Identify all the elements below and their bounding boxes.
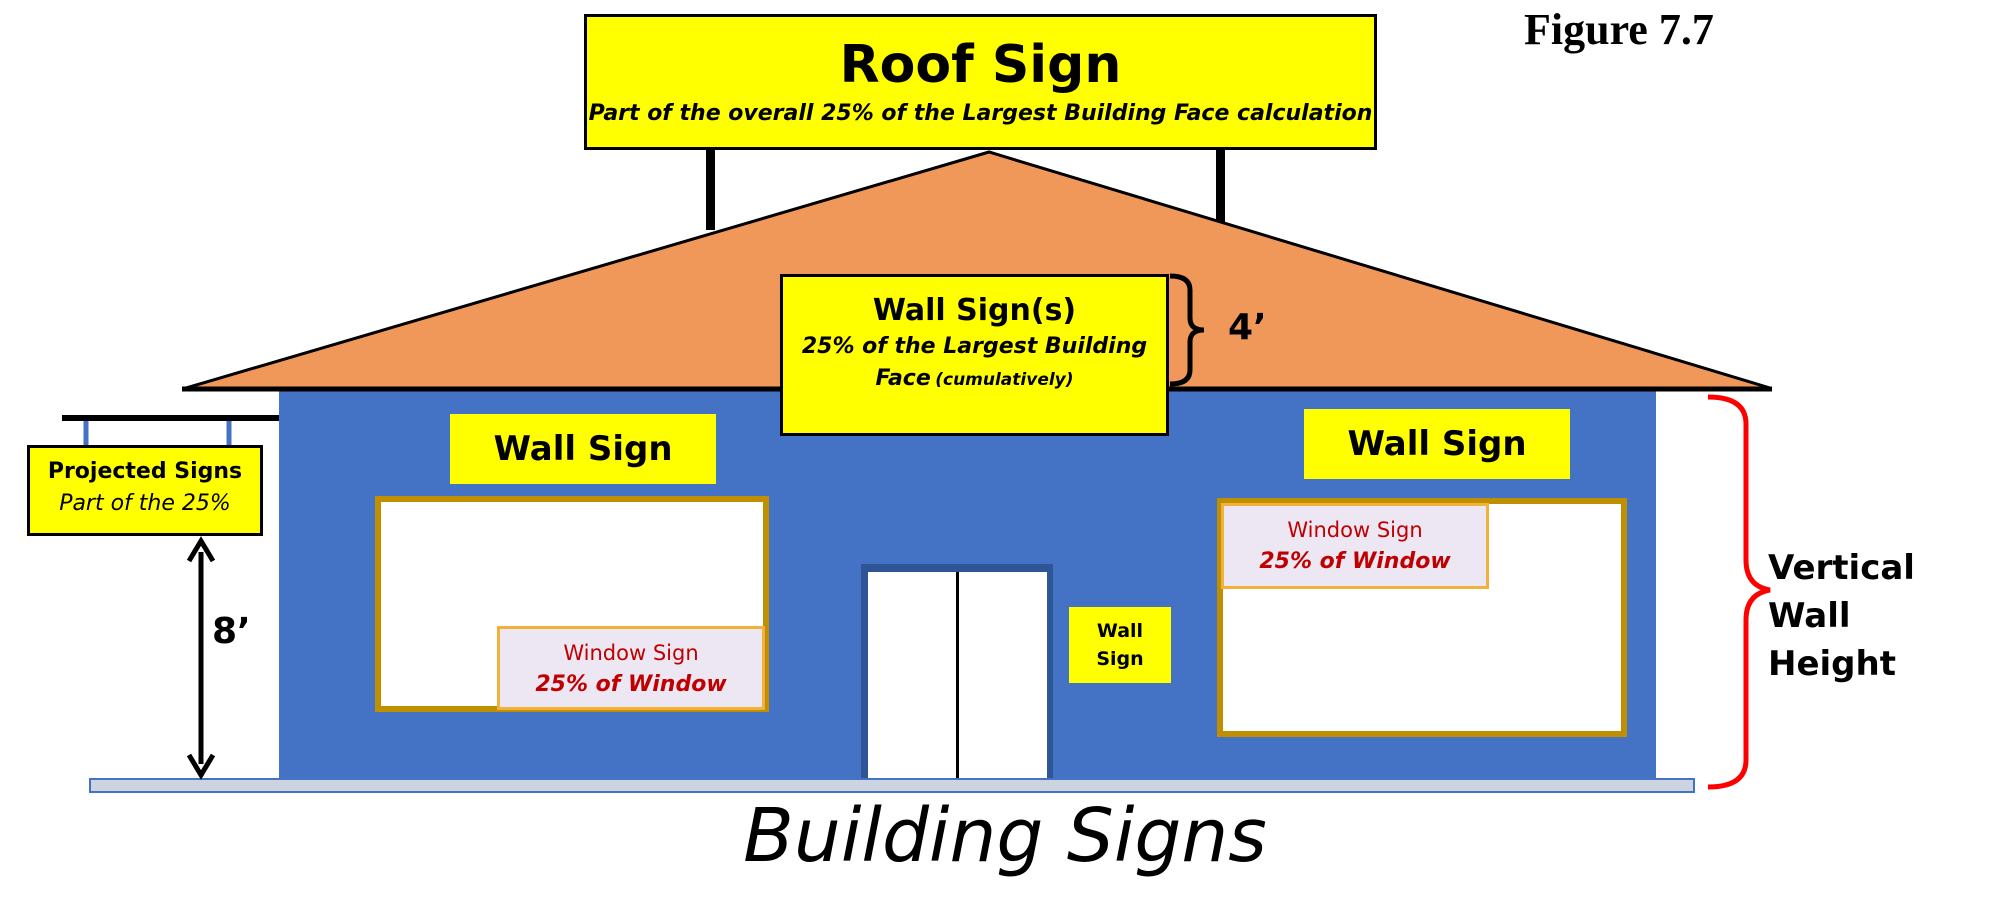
wall-sign-small-line2: Sign <box>1096 648 1144 670</box>
projected-signs-title: Projected Signs <box>47 459 243 484</box>
roof-sign: Roof Sign Part of the overall 25% of the… <box>584 14 1377 150</box>
wall-sign-right: Wall Sign <box>1304 409 1570 479</box>
wall-signs-main-title: Wall Sign(s) <box>872 293 1077 328</box>
wall-sign-right-label: Wall Sign <box>1347 424 1527 464</box>
height-4ft-brace <box>1169 273 1205 387</box>
height-8ft-arrow-top <box>186 536 216 563</box>
window-sign-left-subtitle: 25% of Window <box>535 672 727 697</box>
door-left-panel <box>868 572 956 779</box>
window-sign-left-title: Window Sign <box>563 641 699 665</box>
vertical-wall-height-brace <box>1707 394 1771 790</box>
wall-signs-main-line2-row: Face (cumulatively) <box>783 363 1166 397</box>
window-sign-right: Window Sign 25% of Window <box>1221 503 1489 589</box>
height-4ft-label: 4’ <box>1228 307 1267 348</box>
height-8ft-label: 8’ <box>212 611 251 652</box>
roof-sign-post-left <box>706 148 715 230</box>
wall-signs-main-line1: 25% of the Largest Building <box>801 334 1148 359</box>
projected-signs: Projected Signs Part of the 25% <box>27 445 263 536</box>
vertical-wall-height-line1: Vertical Wall <box>1768 548 1915 636</box>
vertical-wall-height-line2: Height <box>1768 644 1896 684</box>
caption: Building Signs <box>743 793 1267 879</box>
wall-signs-main: Wall Sign(s) 25% of the Largest Building… <box>780 274 1169 436</box>
ground-strip <box>89 778 1695 793</box>
figure-label: Figure 7.7 <box>1524 5 1714 54</box>
door-right-panel <box>959 572 1047 779</box>
roof-sign-title: Roof Sign <box>839 35 1122 95</box>
vertical-wall-height-label: Vertical Wall Height <box>1768 544 2008 688</box>
wall-signs-main-line2: Face <box>875 366 931 391</box>
wall-sign-small: Wall Sign <box>1069 607 1171 683</box>
wall-signs-main-line2-note: (cumulatively) <box>935 370 1074 390</box>
window-sign-right-subtitle: 25% of Window <box>1259 549 1451 574</box>
wall-sign-left: Wall Sign <box>450 414 716 484</box>
wall-sign-left-label: Wall Sign <box>493 429 673 469</box>
roof-sign-subtitle: Part of the overall 25% of the Largest B… <box>588 101 1373 126</box>
window-sign-left: Window Sign 25% of Window <box>497 626 765 710</box>
height-8ft-arrow-bottom <box>186 753 216 780</box>
projected-signs-subtitle: Part of the 25% <box>59 491 231 516</box>
wall-sign-small-line1: Wall <box>1096 620 1144 642</box>
window-sign-right-title: Window Sign <box>1287 518 1423 542</box>
roof-sign-post-right <box>1216 148 1225 230</box>
